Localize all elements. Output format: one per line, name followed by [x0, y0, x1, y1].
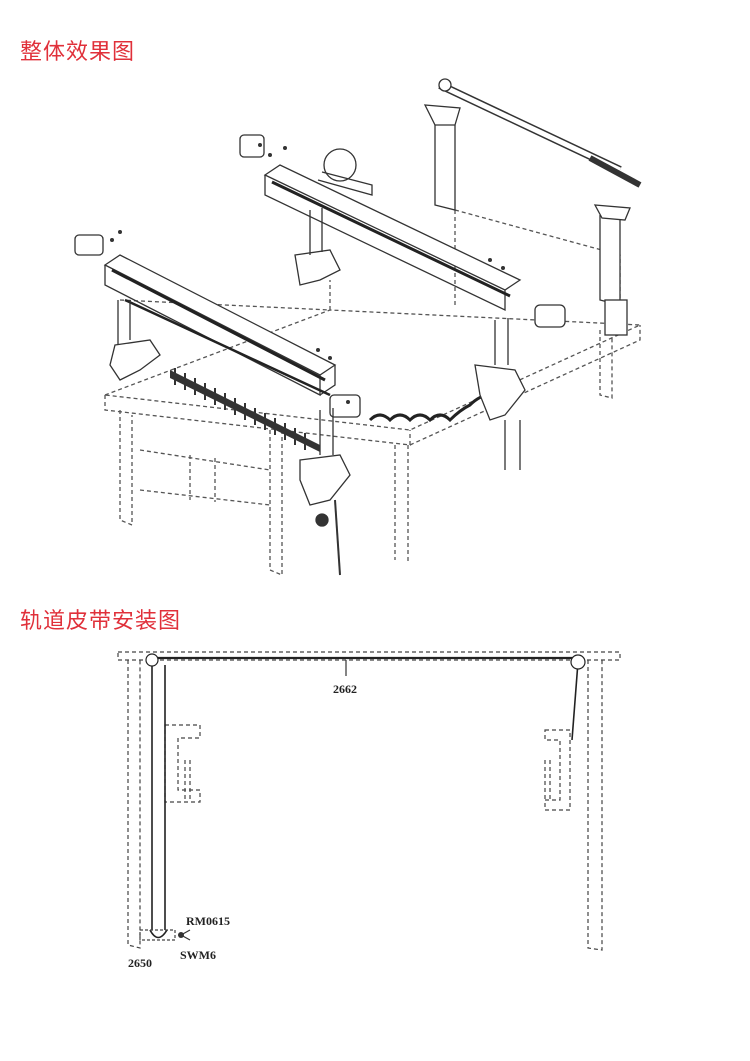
belt-part-label: 2662: [333, 682, 357, 696]
table-frame: [104, 209, 641, 576]
back-clamp-left: [294, 208, 341, 286]
right-pulley: [570, 654, 586, 670]
section-title-belt-install: 轨道皮带安装图: [20, 609, 182, 634]
front-clamp-right: [299, 408, 351, 576]
part-label-rm0615: RM0615: [186, 914, 230, 928]
upright-post: [423, 104, 631, 336]
pulley-part-label: 2650: [128, 956, 152, 970]
table-top: [117, 651, 621, 951]
part-label-swm6: SWM6: [180, 948, 216, 962]
overall-isometric-drawing: [74, 78, 642, 576]
section-title-overall: 整体效果图: [20, 40, 136, 65]
back-rail: [239, 134, 566, 328]
back-clamp-right: [474, 318, 526, 470]
long-roller-bar: [438, 78, 642, 188]
front-clamp-left: [109, 300, 161, 381]
left-pulley: [145, 653, 159, 667]
front-rail: [74, 234, 361, 418]
screws: [110, 143, 505, 404]
